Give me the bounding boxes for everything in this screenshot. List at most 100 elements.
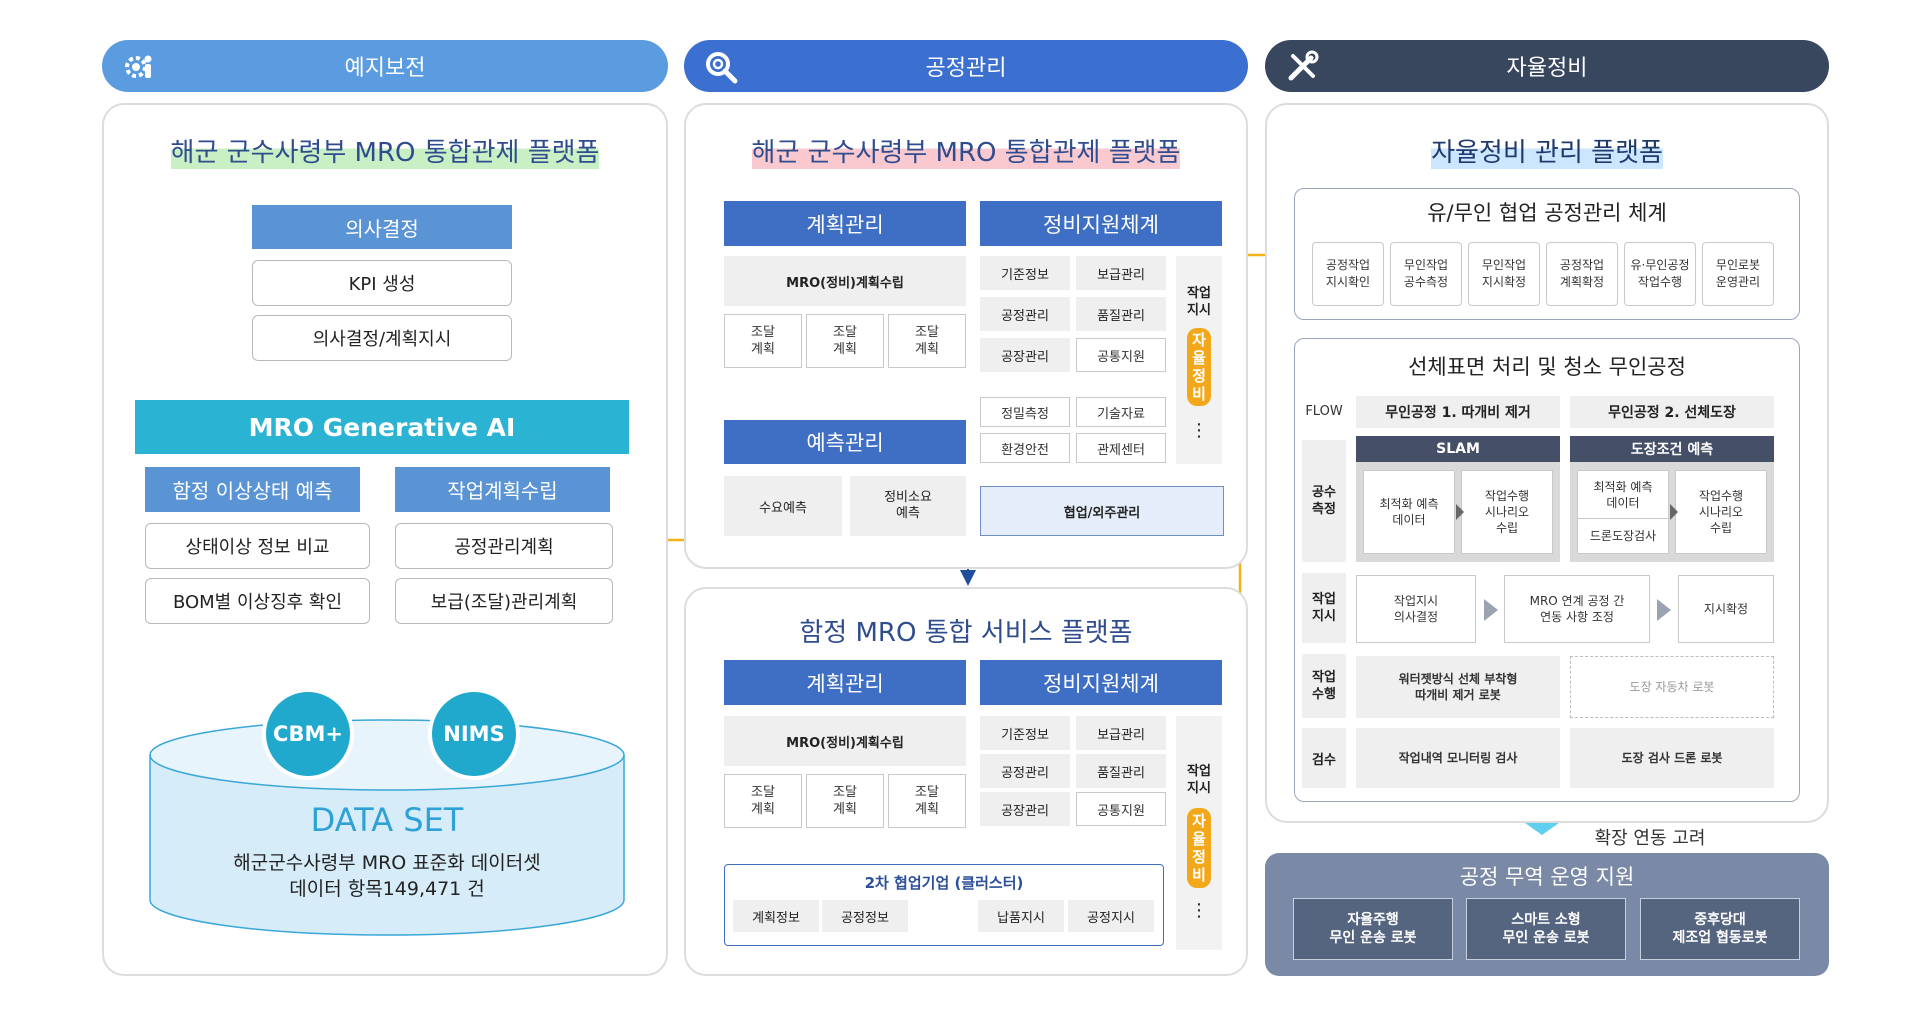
work-title-box[interactable]: 작업계획수립 (395, 467, 610, 512)
row-label-execute: 작업 수행 (1302, 654, 1346, 718)
decision-box[interactable]: 의사결정 (252, 205, 512, 249)
waterjet-robot-box[interactable]: 워터젯방식 선체 부착형 따개비 제거 로봇 (1356, 656, 1560, 718)
left-panel-title: 해군 군수사령부 MRO 통합관제 플랫폼 (102, 130, 668, 170)
procure-plan-3[interactable]: 조달 계획 (888, 314, 966, 368)
header-predictive-maintenance[interactable]: 예지보전 (102, 40, 668, 92)
drone-paint-insp[interactable]: 드론도장검사 (1577, 518, 1669, 554)
grid-env-safety[interactable]: 환경안전 (980, 433, 1070, 463)
work-item-2[interactable]: 보급(조달)관리계획 (395, 578, 613, 624)
kpi-box[interactable]: KPI 생성 (252, 260, 512, 306)
grid-process[interactable]: 공정관리 (980, 297, 1070, 331)
coop-item-5[interactable]: 유·무인공정 작업수행 (1624, 242, 1696, 306)
support-system-box[interactable]: 정비지원체계 (980, 201, 1222, 246)
auto-maint-badge[interactable]: 자 율 정 비 (1187, 328, 1211, 406)
header-left-label: 예지보전 (344, 56, 426, 81)
demand-forecast-box[interactable]: 수요예측 (724, 476, 842, 536)
cluster-process-info[interactable]: 공정정보 (822, 900, 908, 932)
header-process-management[interactable]: 공정관리 (684, 40, 1248, 92)
paint-drone-box[interactable]: 도장 검사 드론 로봇 (1570, 728, 1774, 788)
grid-tech-data[interactable]: 기술자료 (1076, 397, 1166, 427)
procure-plan-b2[interactable]: 조달 계획 (806, 774, 884, 828)
more-dots-2: ⋮ (1190, 899, 1208, 921)
grid-quality[interactable]: 품질관리 (1076, 297, 1166, 331)
bottom-title: 공정 무역 운영 지원 (1459, 865, 1635, 889)
grid-b-ref-info[interactable]: 기준정보 (980, 716, 1070, 750)
coop-mgmt-box[interactable]: 협업/외주관리 (980, 486, 1224, 536)
bottom-item-2[interactable]: 스마트 소형 무인 운송 로봇 (1466, 898, 1626, 960)
grid-b-factory[interactable]: 공장관리 (980, 792, 1070, 826)
grid-common[interactable]: 공통지원 (1076, 338, 1166, 372)
coop-item-4[interactable]: 공정작업 계획확정 (1546, 242, 1618, 306)
grid-precision[interactable]: 정밀측정 (980, 397, 1070, 427)
cluster-process-order[interactable]: 공정지시 (1068, 900, 1154, 932)
dataset-title: DATA SET (310, 801, 464, 839)
coop-item-3[interactable]: 무인작업 지시확정 (1468, 242, 1540, 306)
grid-control-center[interactable]: 관제센터 (1076, 433, 1166, 463)
cluster-plan-info[interactable]: 계획정보 (733, 900, 819, 932)
row-label-order: 작업 지시 (1302, 573, 1346, 643)
coop-process-box (1294, 188, 1800, 320)
paint-arrow (1670, 504, 1678, 520)
grid-b-process[interactable]: 공정관리 (980, 754, 1070, 788)
predict-item-2[interactable]: BOM별 이상징후 확인 (145, 578, 370, 624)
plan-mgmt-box[interactable]: 계획관리 (724, 201, 966, 246)
order-fix-box[interactable]: 지시확정 (1678, 575, 1774, 643)
cluster-delivery-order[interactable]: 납품지시 (978, 900, 1064, 932)
procure-plan-1[interactable]: 조달 계획 (724, 314, 802, 368)
right-panel-title: 자율정비 관리 플랫폼 (1265, 130, 1829, 170)
grid-supply[interactable]: 보급관리 (1076, 256, 1166, 290)
support-system-box-2[interactable]: 정비지원체계 (980, 660, 1222, 705)
cbm-plus-circle[interactable]: CBM+ (262, 688, 354, 780)
work-order-label: 작업 지시 (1187, 286, 1211, 318)
row-label-inspect: 검수 (1302, 728, 1346, 788)
procure-plan-b3[interactable]: 조달 계획 (888, 774, 966, 828)
mro-plan-box-2[interactable]: MRO(정비)계획수립 (724, 716, 966, 766)
grid-b-quality[interactable]: 품질관리 (1076, 754, 1166, 788)
cluster-title: 2차 협업기업 (클러스터) (864, 873, 1024, 892)
mro-plan-box[interactable]: MRO(정비)계획수립 (724, 256, 966, 306)
mro-generative-ai-box[interactable]: MRO Generative AI (135, 400, 629, 454)
header-right-label: 자율정비 (1506, 56, 1588, 81)
paint-opt-data[interactable]: 최적화 예측 데이터 (1577, 470, 1669, 518)
process-2-header[interactable]: 무인공정 2. 선체도장 (1570, 396, 1774, 428)
mid-top-title: 해군 군수사령부 MRO 통합관제 플랫폼 (684, 130, 1248, 170)
slam-opt-data[interactable]: 최적화 예측 데이터 (1363, 470, 1455, 554)
order-decision-box[interactable]: 작업지시 의사결정 (1356, 575, 1476, 643)
predict-title-box[interactable]: 함정 이상상태 예측 (145, 467, 360, 512)
work-order-label-2: 작업 지시 (1187, 764, 1211, 796)
process-1-header[interactable]: 무인공정 1. 따개비 제거 (1356, 396, 1560, 428)
row-label-manhour: 공수 측정 (1302, 440, 1346, 562)
gear-person-icon (120, 48, 158, 86)
paint-scenario[interactable]: 작업수행 시나리오 수립 (1675, 470, 1767, 554)
auto-maint-badge-2[interactable]: 자 율 정 비 (1187, 808, 1211, 888)
plan-order-box[interactable]: 의사결정/계획지시 (252, 315, 512, 361)
slam-arrow (1456, 504, 1464, 520)
bottom-item-1[interactable]: 자율주행 무인 운송 로봇 (1293, 898, 1453, 960)
grid-b-supply[interactable]: 보급관리 (1076, 716, 1166, 750)
wrench-screwdriver-icon (1283, 48, 1321, 86)
procure-plan-2[interactable]: 조달 계획 (806, 314, 884, 368)
maint-demand-box[interactable]: 정비소요 예측 (850, 476, 966, 536)
ship-process-box (1294, 338, 1800, 802)
header-autonomous-maintenance[interactable]: 자율정비 (1265, 40, 1829, 92)
mid-bottom-title: 함정 MRO 통합 서비스 플랫폼 (799, 617, 1133, 648)
plan-mgmt-box-2[interactable]: 계획관리 (724, 660, 966, 705)
nims-circle[interactable]: NIMS (428, 688, 520, 780)
predict-item-1[interactable]: 상태이상 정보 비교 (145, 523, 370, 569)
forecast-mgmt-box[interactable]: 예측관리 (724, 420, 966, 464)
slam-scenario[interactable]: 작업수행 시나리오 수립 (1461, 470, 1553, 554)
paint-robot-box[interactable]: 도장 자동차 로봇 (1570, 656, 1774, 718)
procure-plan-b1[interactable]: 조달 계획 (724, 774, 802, 828)
bottom-item-3[interactable]: 중후당대 제조업 협동로봇 (1640, 898, 1800, 960)
coop-item-1[interactable]: 공정작업 지시확인 (1312, 242, 1384, 306)
header-mid-label: 공정관리 (925, 56, 1007, 81)
mro-link-box[interactable]: MRO 연계 공정 간 연동 사항 조정 (1504, 575, 1650, 643)
grid-ref-info[interactable]: 기준정보 (980, 256, 1070, 290)
grid-b-common[interactable]: 공통지원 (1076, 792, 1166, 826)
grid-factory[interactable]: 공장관리 (980, 338, 1070, 372)
work-item-1[interactable]: 공정관리계획 (395, 523, 613, 569)
coop-item-6[interactable]: 무인로봇 운영관리 (1702, 242, 1774, 306)
monitor-inspect-box[interactable]: 작업내역 모니터링 검사 (1356, 728, 1560, 788)
coop-item-2[interactable]: 무인작업 공수측정 (1390, 242, 1462, 306)
order-arrow-1 (1484, 599, 1498, 621)
